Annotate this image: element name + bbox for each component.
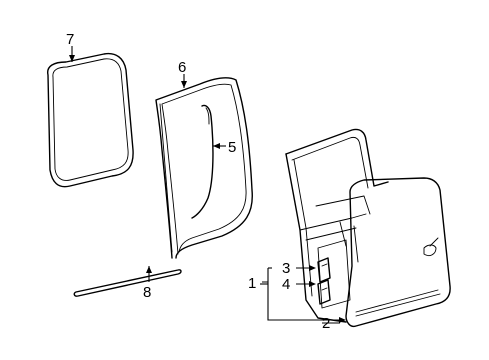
arrow-1-lower: [339, 317, 346, 323]
callout-8: 8: [143, 284, 151, 301]
callout-7: 7: [66, 31, 74, 48]
door-frame-seal-icon: [155, 77, 253, 259]
arrow-4: [309, 281, 316, 287]
door-opening-weatherstrip-icon: [47, 52, 134, 188]
lower-hinge-icon: [317, 279, 331, 305]
arrow-6: [181, 81, 187, 88]
callout-1: 1: [248, 275, 256, 292]
arrow-5: [213, 143, 220, 149]
leader-lines: [71, 46, 340, 324]
door-shell-icon: [285, 128, 451, 328]
callout-2: 2: [322, 315, 330, 332]
arrowheads: [69, 55, 346, 323]
arrow-7: [69, 55, 75, 62]
callout-3: 3: [282, 260, 290, 277]
arrow-3: [309, 265, 316, 271]
callout-4: 4: [282, 276, 290, 293]
door-seal-strip-icon: [191, 104, 214, 219]
arrow-8: [146, 266, 152, 273]
callout-5: 5: [228, 139, 236, 156]
callout-labels: 7 6 5 8 3 1 4 2: [66, 31, 330, 332]
belt-molding-icon: [73, 269, 182, 297]
upper-hinge-icon: [317, 257, 331, 283]
callout-6: 6: [178, 59, 186, 76]
leader-1: [262, 268, 340, 321]
